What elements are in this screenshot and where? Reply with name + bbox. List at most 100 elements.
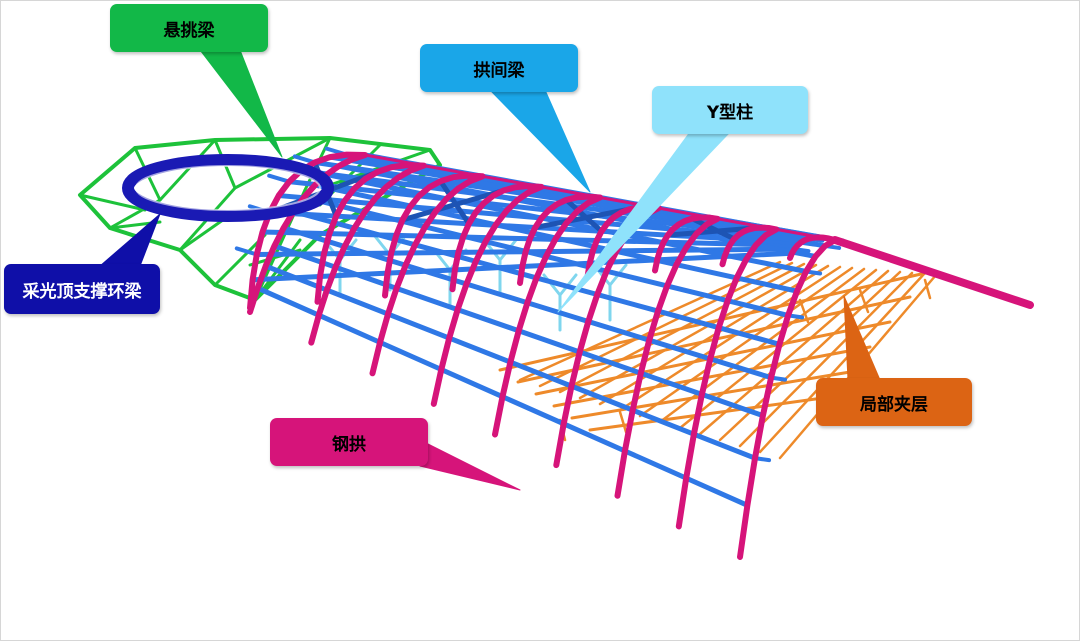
inter-arch-beam [412, 242, 479, 264]
inter-arch-beam [463, 281, 530, 306]
crown-edge-member [363, 153, 837, 242]
pointer-steel-arch [419, 439, 521, 491]
inter-arch-beam [362, 209, 428, 230]
inter-arch-beam [707, 356, 774, 381]
callout-inter-arch-beam: 拱间梁 [420, 44, 578, 92]
inter-arch-beam [613, 248, 680, 268]
cantilever-member [158, 138, 217, 202]
inter-arch-beam [664, 283, 731, 304]
callout-skylight-ring-beam: 采光顶支撑环梁 [4, 264, 160, 314]
inter-arch-beam [255, 285, 322, 318]
inter-arch-beam [377, 339, 444, 373]
inter-arch-beam [438, 178, 506, 194]
callout-pointers [99, 49, 881, 491]
inter-arch-beam [716, 325, 782, 347]
inter-arch-beam [493, 222, 559, 241]
mezzanine-joist [638, 266, 854, 418]
callout-steel-arch-label: 钢拱 [332, 434, 366, 455]
x-brace [438, 178, 472, 227]
inter-arch-beam [362, 176, 432, 190]
callout-local-mezzanine-label: 局部夹层 [860, 394, 928, 415]
inter-arch-beam [611, 214, 682, 227]
inter-arch-beam [446, 335, 513, 365]
callout-skylight-ring-beam-label: 采光顶支撑环梁 [22, 281, 142, 302]
inter-arch-beam [654, 254, 728, 263]
x-brace [400, 188, 506, 223]
mezzanine-post [858, 288, 870, 314]
inter-arch-beam [655, 308, 722, 331]
mezzanine-joist [538, 261, 794, 388]
inter-arch-beam [731, 236, 804, 246]
mezzanine-post [798, 298, 810, 324]
inter-arch-beam [452, 264, 525, 273]
callout-cantilever-beam: 悬挑梁 [110, 4, 268, 52]
inter-arch-beam [683, 475, 750, 508]
inter-arch-beam [267, 173, 292, 184]
inter-arch-beam [523, 248, 596, 255]
cantilever-member [178, 248, 217, 287]
inter-arch-beam [316, 312, 383, 345]
mezzanine-joist [658, 267, 866, 424]
inter-arch-beam [438, 367, 505, 400]
skylight-ring-beam [122, 154, 334, 222]
inter-arch-beam [604, 268, 670, 289]
inter-arch-beam [351, 186, 422, 199]
inter-arch-beam [534, 275, 600, 298]
inter-arch-beam [507, 359, 575, 389]
inter-arch-beam [623, 232, 689, 250]
x-brace [563, 197, 605, 234]
inter-arch-beam [481, 200, 552, 213]
inter-arch-beam [234, 246, 259, 257]
inter-arch-beam [734, 275, 800, 294]
mezzanine-beam [552, 345, 872, 408]
inter-arch-beam [400, 217, 472, 227]
skylight-ring-beam-shape [122, 154, 334, 222]
inter-arch-beam [753, 242, 818, 259]
inter-arch-beam [460, 234, 533, 242]
arch-tail [831, 236, 1034, 309]
mezzanine-joist [738, 271, 914, 448]
inter-arch-beam [532, 224, 605, 234]
inter-arch-beam [375, 169, 444, 184]
x-brace [689, 216, 737, 242]
inter-arch-beam [594, 292, 661, 314]
inter-arch-beam [394, 285, 461, 313]
inter-arch-beam [342, 244, 409, 268]
inter-arch-beam [622, 448, 689, 481]
skylight-ring-highlight [135, 165, 321, 211]
inter-arch-beam [722, 250, 795, 260]
inter-arch-beam [743, 256, 809, 275]
inter-arch-beam [725, 298, 791, 318]
inter-arch-beam [455, 249, 529, 255]
inter-arch-beam [638, 370, 705, 397]
inter-arch-beam [395, 174, 461, 192]
inter-arch-beam [585, 318, 652, 343]
inter-arch-beam [699, 391, 766, 419]
inter-arch-beam [674, 262, 740, 281]
inter-arch-beam [321, 250, 394, 257]
inter-arch-beam [599, 228, 671, 238]
inter-arch-beam [561, 421, 628, 454]
callout-local-mezzanine: 局部夹层 [816, 378, 972, 426]
inter-arch-beam [393, 232, 466, 240]
inter-arch-beam [455, 307, 522, 334]
inter-arch-beam [646, 337, 713, 362]
inter-arch-beam [515, 197, 580, 214]
x-brace [665, 225, 758, 238]
inter-arch-beam [661, 239, 733, 247]
inter-arch-beam [499, 394, 567, 427]
inter-arch-beam [516, 328, 583, 355]
inter-arch-beam [291, 209, 357, 231]
callout-inter-arch-beam-label: 拱间梁 [473, 60, 525, 81]
mezzanine-joist [618, 265, 842, 412]
pointer-inter-arch-beam [489, 89, 591, 193]
callout-y-column-label: Y型柱 [706, 102, 754, 123]
cantilever-member [78, 193, 147, 212]
mezzanine-post [618, 410, 628, 434]
mezzanine-frame [498, 260, 938, 460]
mezzanine-joist [758, 272, 926, 454]
inter-arch-beam [351, 225, 418, 248]
inter-arch-beam [577, 349, 644, 376]
